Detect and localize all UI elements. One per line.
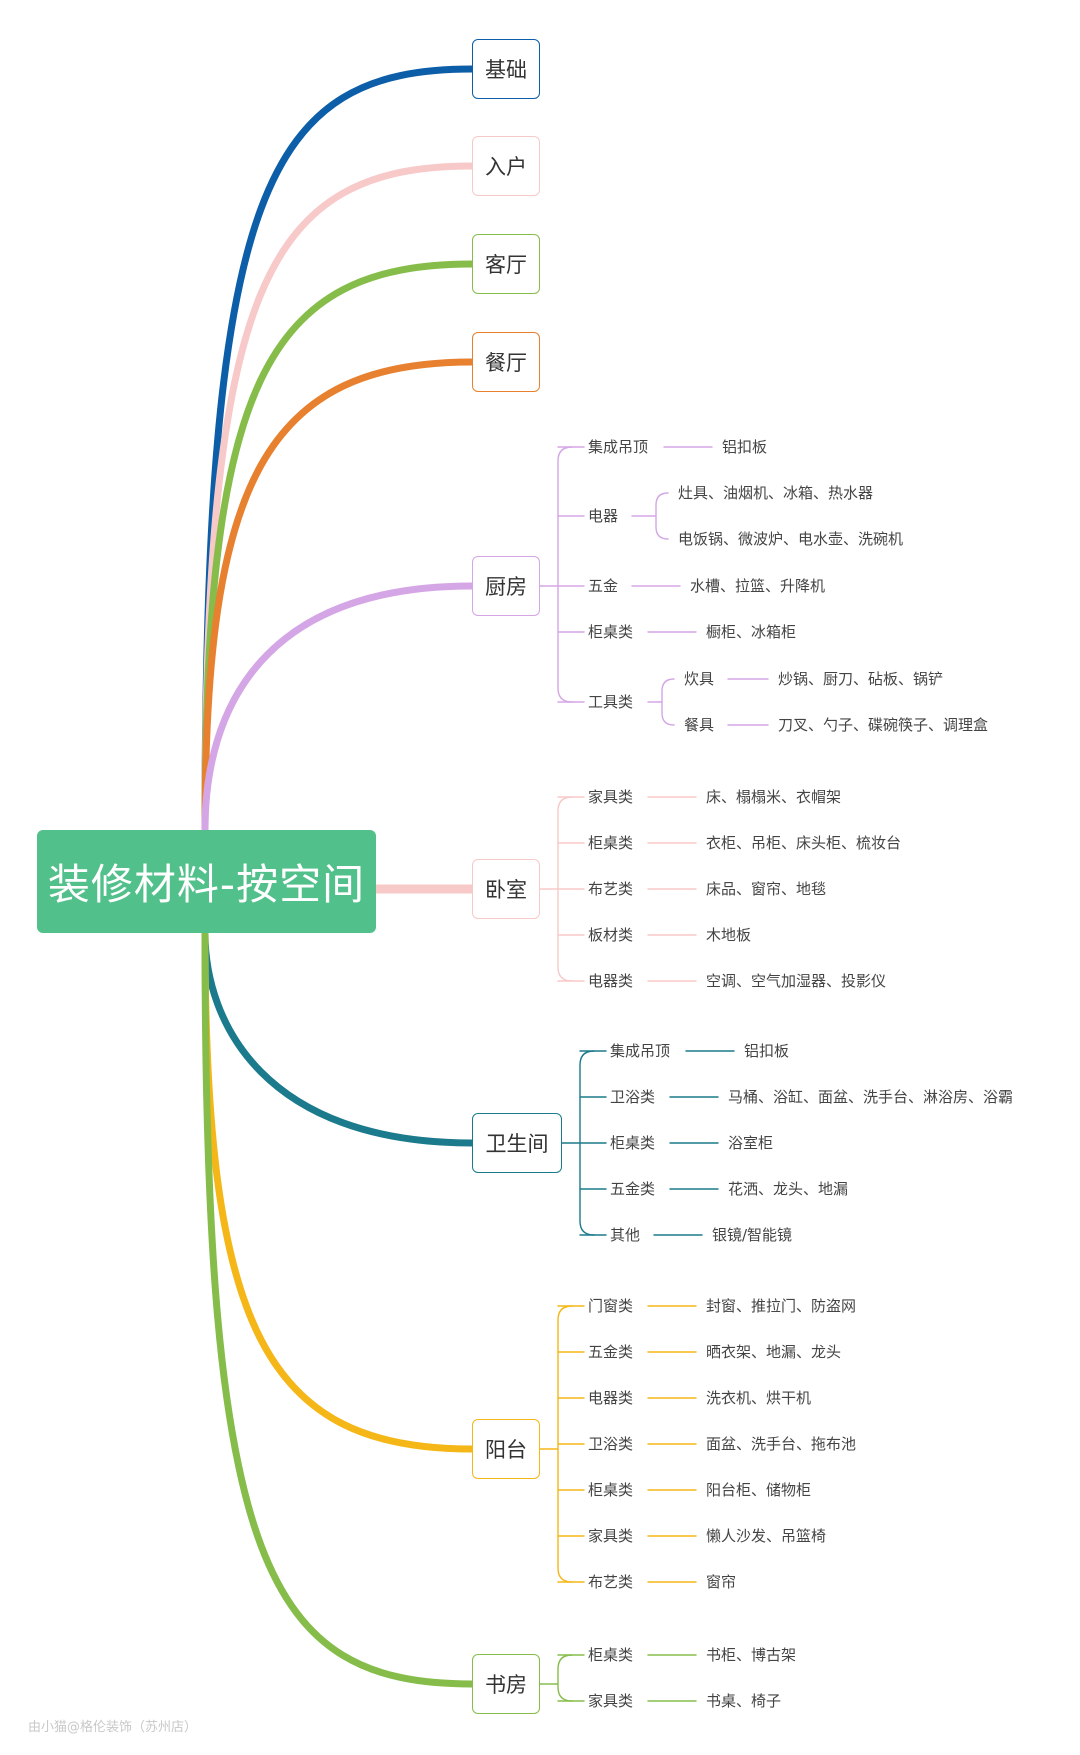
sub-value-4-4-1[interactable]: 刀叉、勺子、碟碗筷子、调理盒 <box>778 716 989 734</box>
fork-4-1 <box>655 492 669 540</box>
item-7-5-0[interactable]: 懒人沙发、吊篮椅 <box>706 1527 827 1545</box>
child-7-4[interactable]: 柜桌类 <box>588 1481 634 1499</box>
link-root-7 <box>201 929 476 1453</box>
item-5-4-0[interactable]: 空调、空气加湿器、投影仪 <box>706 972 887 990</box>
link-root-4 <box>201 582 476 834</box>
child-4-1[interactable]: 电器 <box>588 507 619 525</box>
item-6-4-0[interactable]: 银镜/智能镜 <box>712 1226 793 1244</box>
child-6-0[interactable]: 集成吊顶 <box>610 1042 671 1060</box>
item-7-2-0[interactable]: 洗衣机、烘干机 <box>706 1389 812 1407</box>
item-5-0-0[interactable]: 床、榻榻米、衣帽架 <box>706 788 842 806</box>
child-7-0[interactable]: 门窗类 <box>588 1297 634 1315</box>
child-4-2[interactable]: 五金 <box>588 577 619 595</box>
child-5-0[interactable]: 家具类 <box>588 788 634 806</box>
child-7-2[interactable]: 电器类 <box>588 1389 634 1407</box>
fork-4-4 <box>661 678 675 726</box>
item-7-4-0[interactable]: 阳台柜、储物柜 <box>706 1481 812 1499</box>
item-8-1-0[interactable]: 书桌、椅子 <box>706 1692 782 1710</box>
child-5-4[interactable]: 电器类 <box>588 972 634 990</box>
branch-node-1[interactable]: 入户 <box>472 136 540 196</box>
child-8-1[interactable]: 家具类 <box>588 1692 634 1710</box>
item-6-3-0[interactable]: 花洒、龙头、地漏 <box>728 1180 849 1198</box>
item-8-0-0[interactable]: 书柜、博古架 <box>706 1646 797 1664</box>
item-6-2-0[interactable]: 浴室柜 <box>728 1134 774 1152</box>
item-4-2-0[interactable]: 水槽、拉篮、升降机 <box>690 577 826 595</box>
item-4-3-0[interactable]: 橱柜、冰箱柜 <box>706 623 797 641</box>
sub-4-4-0[interactable]: 炊具 <box>684 670 715 688</box>
branch-node-3[interactable]: 餐厅 <box>472 332 540 392</box>
item-5-3-0[interactable]: 木地板 <box>706 926 752 944</box>
child-5-2[interactable]: 布艺类 <box>588 880 634 898</box>
child-6-4[interactable]: 其他 <box>610 1226 641 1244</box>
bracket-8 <box>557 1654 573 1702</box>
branch-node-0[interactable]: 基础 <box>472 39 540 99</box>
child-7-5[interactable]: 家具类 <box>588 1527 634 1545</box>
branch-node-7[interactable]: 阳台 <box>472 1419 540 1479</box>
link-root-8 <box>201 929 476 1688</box>
child-8-0[interactable]: 柜桌类 <box>588 1646 634 1664</box>
child-5-1[interactable]: 柜桌类 <box>588 834 634 852</box>
item-4-0-0[interactable]: 铝扣板 <box>722 438 768 456</box>
child-4-0[interactable]: 集成吊顶 <box>588 438 649 456</box>
child-7-6[interactable]: 布艺类 <box>588 1573 634 1591</box>
child-6-2[interactable]: 柜桌类 <box>610 1134 656 1152</box>
branch-node-2[interactable]: 客厅 <box>472 234 540 294</box>
item-7-1-0[interactable]: 晒衣架、地漏、龙头 <box>706 1343 842 1361</box>
branch-node-5[interactable]: 卧室 <box>472 859 540 919</box>
child-6-3[interactable]: 五金类 <box>610 1180 656 1198</box>
sub-value-4-4-0[interactable]: 炒锅、厨刀、砧板、锅铲 <box>778 670 944 688</box>
item-4-1-1[interactable]: 电饭锅、微波炉、电水壶、洗碗机 <box>678 530 904 548</box>
link-root-0 <box>201 65 476 834</box>
branch-node-6[interactable]: 卫生间 <box>472 1113 562 1173</box>
child-6-1[interactable]: 卫浴类 <box>610 1088 656 1106</box>
child-4-3[interactable]: 柜桌类 <box>588 623 634 641</box>
bracket-4 <box>557 446 573 703</box>
item-7-3-0[interactable]: 面盆、洗手台、拖布池 <box>706 1435 857 1453</box>
sub-4-4-1[interactable]: 餐具 <box>684 716 715 734</box>
child-5-3[interactable]: 板材类 <box>588 926 634 944</box>
link-root-6 <box>201 929 476 1147</box>
branch-node-4[interactable]: 厨房 <box>472 556 540 616</box>
child-7-3[interactable]: 卫浴类 <box>588 1435 634 1453</box>
watermark: 由小猫@格伦装饰（苏州店） <box>28 1720 198 1735</box>
child-4-4[interactable]: 工具类 <box>588 693 634 711</box>
branch-node-8[interactable]: 书房 <box>472 1654 540 1714</box>
item-5-2-0[interactable]: 床品、窗帘、地毯 <box>706 880 827 898</box>
link-root-3 <box>201 358 476 834</box>
child-7-1[interactable]: 五金类 <box>588 1343 634 1361</box>
item-6-0-0[interactable]: 铝扣板 <box>744 1042 790 1060</box>
item-5-1-0[interactable]: 衣柜、吊柜、床头柜、梳妆台 <box>706 834 902 852</box>
item-6-1-0[interactable]: 马桶、浴缸、面盆、洗手台、淋浴房、浴霸 <box>728 1088 1014 1106</box>
item-4-1-0[interactable]: 灶具、油烟机、冰箱、热水器 <box>678 484 874 502</box>
item-7-6-0[interactable]: 窗帘 <box>706 1573 737 1591</box>
root-node[interactable]: 装修材料-按空间 <box>37 830 376 933</box>
item-7-0-0[interactable]: 封窗、推拉门、防盗网 <box>706 1297 857 1315</box>
